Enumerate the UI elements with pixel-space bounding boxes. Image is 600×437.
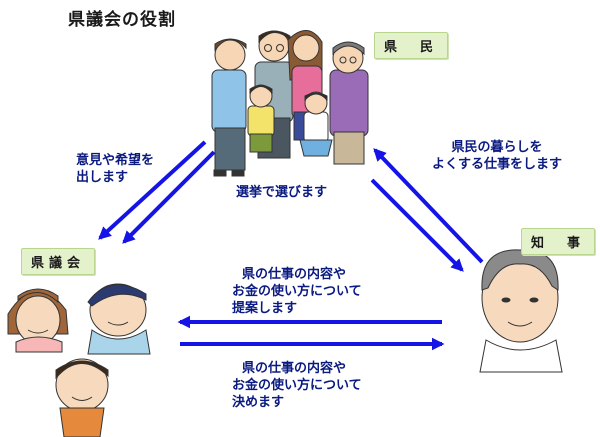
arrow-governor-to-citizens <box>373 148 484 264</box>
citizens-label: 県 民 <box>374 32 449 59</box>
propose-line3: 提案します <box>232 301 298 316</box>
decide-line3: 決めます <box>232 395 285 410</box>
opinions-line1: 意見や希望を <box>76 153 155 168</box>
arrow-citizens-to-assembly-1 <box>98 140 207 240</box>
citizens-family-illustration <box>211 30 369 177</box>
propose-line2: お金の使い方について <box>232 284 362 299</box>
arrow-citizens-to-assembly-2 <box>122 150 216 244</box>
girl-figure <box>299 91 333 157</box>
elect-text: 選挙で選びます <box>236 185 328 200</box>
decide-line1: 県の仕事の内容や <box>242 361 347 376</box>
assembly-woman-figure <box>7 288 69 353</box>
better-life-line2: よくする仕事をします <box>432 157 563 172</box>
arrow-citizens-to-governor <box>370 178 464 272</box>
grandmother-figure <box>329 41 369 165</box>
assembly-label: 県議会 <box>21 248 96 275</box>
better-life-line1: 県民の暮らしを <box>451 140 543 155</box>
governor-label: 知 事 <box>521 228 596 255</box>
assembly-boy-figure <box>55 358 109 437</box>
governor-illustration <box>479 249 563 373</box>
decide-text: 県の仕事の内容や お金の使い方について 決めます <box>232 360 362 411</box>
better-life-text: 県民の暮らしを よくする仕事をします <box>432 139 562 173</box>
diagram-title: 県議会の役割 <box>68 10 176 30</box>
opinions-text: 意見や希望を 出します <box>76 152 154 186</box>
assembly-members-illustration <box>7 283 151 437</box>
arrows-layer <box>98 140 484 351</box>
opinions-line2: 出します <box>76 170 129 185</box>
father-figure <box>211 38 247 177</box>
assembly-man-figure <box>87 283 151 355</box>
propose-text: 県の仕事の内容や お金の使い方について 提案します <box>232 266 362 317</box>
propose-line1: 県の仕事の内容や <box>242 267 347 282</box>
boy-figure <box>247 84 275 153</box>
decide-line2: お金の使い方について <box>232 378 362 393</box>
